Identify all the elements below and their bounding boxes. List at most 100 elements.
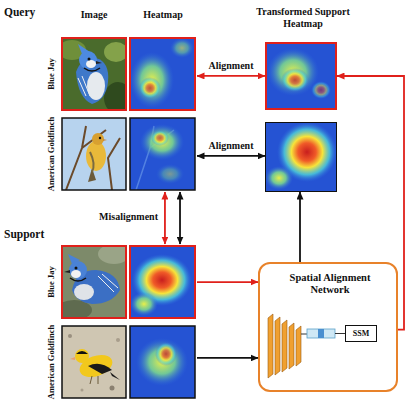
edge-label: Alignment: [200, 140, 262, 152]
connector-arrow: [164, 192, 166, 244]
illustration-part: [268, 314, 273, 378]
illustration-part: [103, 139, 107, 141]
illustration-part: [281, 68, 309, 92]
group-heading: Support: [4, 228, 64, 241]
illustration-part: [79, 51, 97, 69]
query-group: Query: [60, 36, 197, 192]
illustration-part: [307, 329, 335, 338]
illustration-part: [140, 124, 184, 160]
illustration-part: [116, 338, 120, 342]
support-group: Support: [60, 244, 197, 398]
illustration-part: [282, 320, 287, 372]
illustration-part: [130, 52, 174, 108]
illustration-part: [311, 81, 331, 99]
illustration-part: [110, 386, 115, 391]
network-box: SSM Spatial Alignment Network: [258, 262, 398, 392]
illustration-part: [71, 270, 81, 278]
illustration-part: [92, 133, 104, 145]
photo-frame: [62, 38, 126, 110]
illustration-part: [98, 274, 118, 292]
connector-arrow: [197, 357, 258, 359]
illustration-part: [90, 152, 94, 172]
illustration-part: [68, 334, 72, 338]
bird-photo: [56, 244, 130, 320]
illustration-part: [84, 68, 100, 71]
illustration-part: [81, 389, 84, 392]
bird-photo: [62, 326, 126, 398]
illustration-part: [136, 338, 188, 386]
illustration-part: [86, 141, 106, 171]
illustration-part: [96, 61, 102, 64]
illustration-part: [130, 38, 195, 110]
illustration-part: [130, 292, 158, 316]
illustration-part: [265, 42, 337, 110]
photo-frame: [62, 118, 126, 190]
class-label: Blue Jay: [47, 266, 57, 297]
edge-label: Alignment: [200, 60, 262, 72]
illustration-part: [296, 326, 301, 366]
illustration-part: [335, 333, 345, 334]
connector-arrow: [299, 192, 301, 262]
illustration-part: [76, 351, 88, 354]
illustration-part: [72, 270, 120, 304]
illustration-part: [301, 334, 307, 335]
class-label: Blue Jay: [47, 58, 57, 89]
connector-arrow: [197, 75, 265, 77]
heatmap: [265, 42, 337, 110]
panel-heading: Transformed Support Heatmap: [255, 6, 351, 29]
illustration-part: [130, 246, 195, 318]
illustration-part: [130, 118, 195, 190]
illustration-part: [69, 261, 87, 279]
illustration-part: [130, 326, 195, 398]
illustration-part: [151, 130, 169, 146]
heatmap: [130, 38, 195, 110]
illustration-part: [62, 118, 126, 190]
illustration-part: [156, 164, 184, 184]
illustration-part: [86, 60, 96, 68]
connector-arrow: [337, 76, 404, 330]
illustration-part: [62, 326, 126, 398]
heatmap-frame: [130, 246, 195, 318]
network-icon: [268, 314, 345, 378]
illustration-part: [70, 278, 86, 281]
illustration-part: [170, 38, 194, 58]
illustration-part: [99, 137, 101, 139]
illustration-part: [66, 126, 120, 190]
heatmap: [265, 122, 337, 192]
illustration-part: [265, 166, 293, 190]
illustration-part: [110, 372, 120, 380]
heatmap-frame: [130, 326, 195, 398]
heatmap: [130, 326, 195, 398]
module-name: SSM: [346, 326, 376, 341]
illustration-part: [104, 42, 128, 62]
heatmap-frame: [130, 118, 195, 190]
illustration-part: [74, 284, 94, 300]
illustration-part: [90, 376, 98, 384]
illustration-part: [75, 349, 89, 363]
illustration-part: [70, 357, 75, 360]
network-title: Spatial Alignment Network: [278, 272, 382, 296]
heatmap: [130, 118, 195, 190]
heatmap-panel: [265, 122, 337, 192]
edge-label: Misalignment: [58, 211, 158, 223]
illustration-part: [318, 329, 324, 338]
class-label: American Goldfinch: [47, 117, 57, 191]
heatmap: [130, 246, 195, 318]
illustration-part: [275, 317, 280, 375]
illustration-part: [139, 77, 161, 99]
illustration-part: [289, 323, 294, 369]
illustration-part: [265, 122, 337, 192]
bird-photo: [62, 118, 126, 190]
heatmap-frame: [130, 38, 195, 110]
heatmap-panel: Transformed Support Heatmap: [265, 42, 337, 110]
group-heading: Query: [4, 6, 64, 19]
column-header: Heatmap: [130, 9, 196, 21]
illustration-part: [155, 342, 177, 366]
photo-frame: [62, 326, 126, 398]
illustration-part: [75, 267, 78, 270]
illustration-part: [88, 364, 112, 374]
